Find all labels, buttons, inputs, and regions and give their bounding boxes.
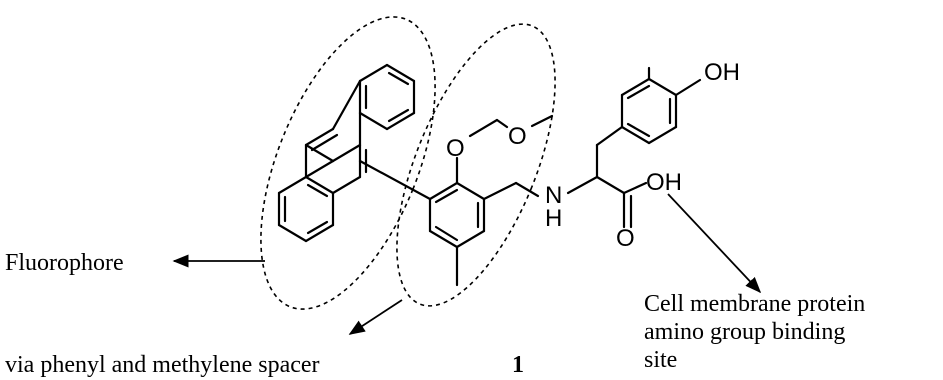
- anthracene-left-ring: [277, 143, 368, 243]
- binding-site-arrow: [667, 193, 762, 294]
- amine-group: N H: [545, 175, 599, 232]
- atom-o-carbonyl: O: [616, 225, 635, 252]
- anthracene-middle-ring: [304, 79, 362, 163]
- atom-n: N: [545, 182, 562, 209]
- atom-oh-phenol: OH: [704, 59, 740, 86]
- atom-h: H: [545, 205, 562, 232]
- fluorophore-label: Fluorophore: [5, 250, 124, 276]
- binding-site-label-line3: site: [644, 347, 677, 373]
- compound-number: 1: [512, 352, 524, 378]
- spacer-arrow: [348, 299, 403, 335]
- central-phenyl-ring: [358, 156, 540, 287]
- phenol-ring: OH: [620, 59, 740, 145]
- fluorophore-ellipse: [260, 16, 436, 310]
- binding-site-label-line1: Cell membrane protein: [644, 291, 865, 317]
- mom-ether-group: O O: [446, 114, 554, 162]
- spacer-label: via phenyl and methylene spacer: [5, 352, 320, 378]
- anthracene-group: [277, 63, 416, 243]
- tyrosine-backbone: OH O: [595, 125, 682, 252]
- anthracene-right-ring: [358, 63, 416, 131]
- atom-o-mom: O: [508, 123, 527, 150]
- atom-o-ether: O: [446, 135, 465, 162]
- binding-site-label-line2: amino group binding: [644, 319, 845, 345]
- spacer-ellipse: [396, 23, 556, 307]
- atom-oh-acid: OH: [646, 169, 682, 196]
